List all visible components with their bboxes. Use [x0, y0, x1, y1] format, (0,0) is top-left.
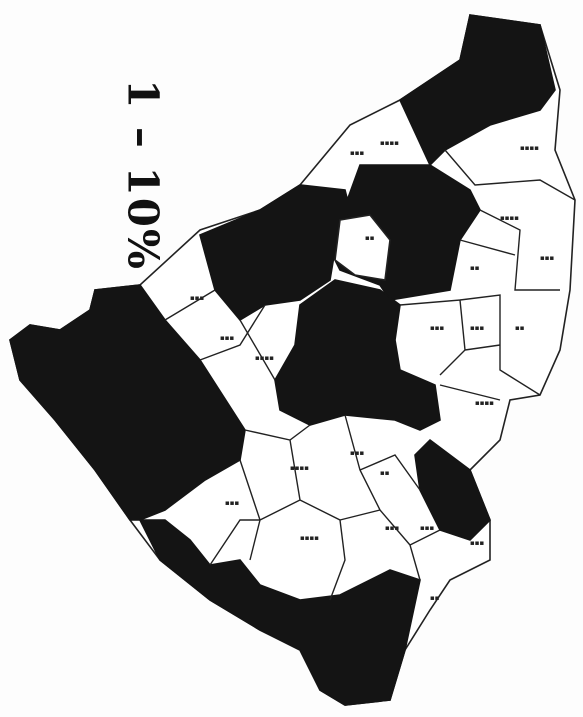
county-mark: ▪▪▪: [470, 324, 484, 332]
county-mark: ▪▪▪: [430, 324, 444, 332]
county-mark: ▪▪▪: [385, 524, 399, 532]
county-mark: ▪▪▪: [190, 294, 204, 302]
dark-region-central: [274, 279, 441, 431]
county-borders: [164, 149, 576, 601]
county-mark: ▪▪▪▪: [475, 399, 494, 407]
dark-region-northeast: [398, 14, 556, 167]
county-mark: ▪▪▪▪: [380, 139, 399, 147]
white-pocket: [334, 214, 391, 281]
county-mark: ▪▪▪▪: [500, 214, 519, 222]
range-label: 1 – 10%: [118, 79, 168, 271]
county-mark: ▪▪▪▪: [255, 354, 274, 362]
dark-region-southeast: [414, 438, 491, 541]
county-mark: ▪▪▪▪: [300, 534, 319, 542]
county-mark: ▪▪: [470, 264, 480, 272]
county-mark: ▪▪▪: [540, 254, 554, 262]
county-mark: ▪▪▪▪: [520, 144, 539, 152]
county-mark: ▪▪▪: [350, 149, 364, 157]
county-mark: ▪▪▪: [220, 334, 234, 342]
county-mark: ▪▪▪: [350, 449, 364, 457]
county-mark: ▪▪: [515, 324, 525, 332]
county-mark: ▪▪: [365, 234, 375, 242]
county-mark: ▪▪▪: [225, 499, 239, 507]
county-mark: ▪▪: [430, 594, 440, 602]
county-mark: ▪▪▪: [420, 524, 434, 532]
county-mark: ▪▪: [380, 469, 390, 477]
county-mark: ▪▪▪▪: [290, 464, 309, 472]
dark-region-west-large: [9, 284, 246, 521]
county-mark: ▪▪▪: [470, 539, 484, 547]
dark-region-west-upper: [199, 184, 351, 322]
